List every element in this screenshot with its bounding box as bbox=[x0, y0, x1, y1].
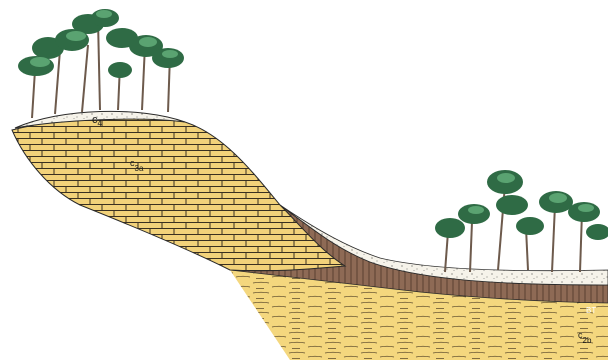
limestone-layer-c3a bbox=[12, 116, 345, 271]
label-bt: BT bbox=[586, 306, 596, 315]
pine-forest-right-icon bbox=[435, 170, 608, 272]
pine-forest-left-icon bbox=[18, 9, 184, 118]
